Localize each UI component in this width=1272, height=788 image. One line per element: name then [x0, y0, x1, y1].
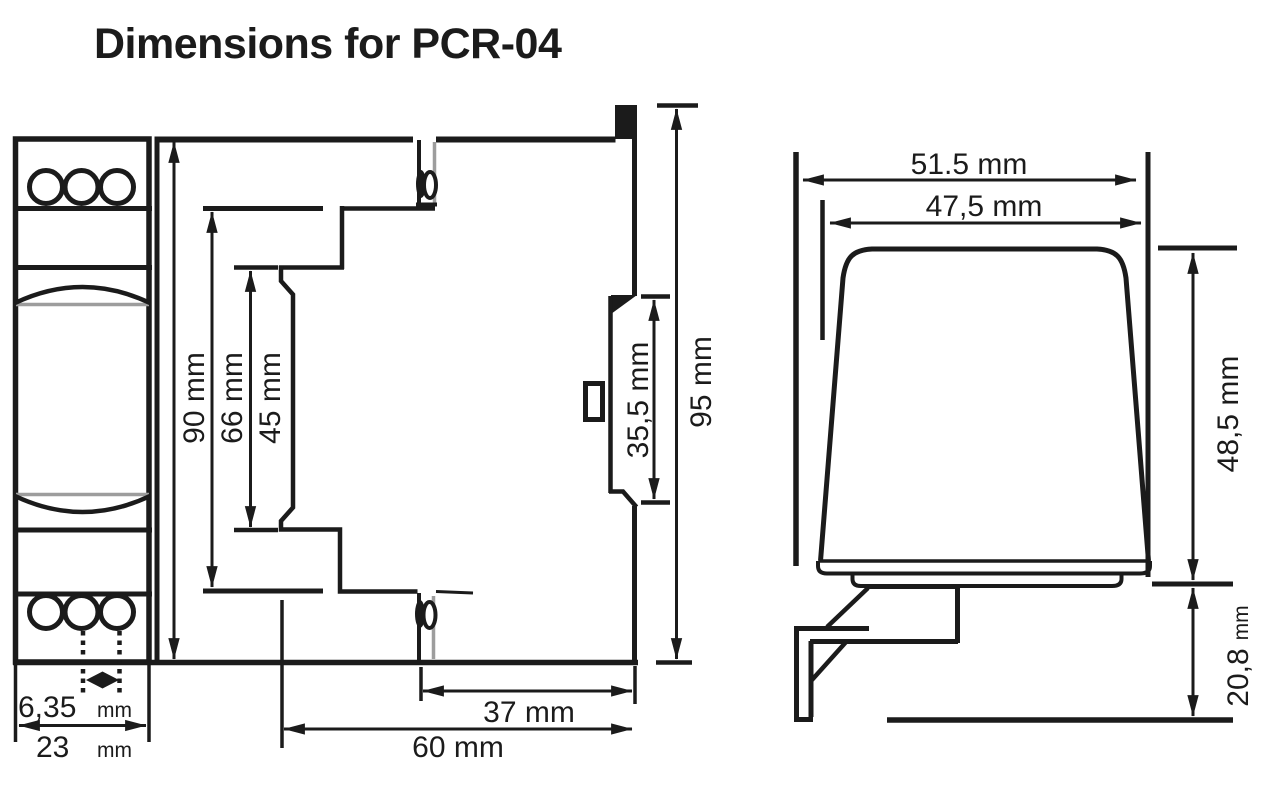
screw-head [422, 170, 438, 200]
dim-35-5: 35,5 mm [622, 294, 670, 505]
dim-90: 90 mm [168, 141, 211, 660]
top-latch-block [615, 105, 637, 139]
dim-51-5: 51.5 mm [802, 148, 1137, 186]
din-rail-pocket [583, 295, 639, 509]
dimension-label: 47,5 mm [926, 190, 1043, 223]
dimension-unit: mm [97, 699, 132, 722]
terminal-circle [62, 168, 101, 206]
mounting-bracket [794, 584, 960, 722]
base-ring-inner [850, 573, 1124, 588]
profile-line [435, 590, 474, 595]
base-ring-outer [816, 561, 1152, 576]
front-view-outline [12, 136, 152, 665]
dimension-value: 23 [36, 731, 69, 764]
photocell-view [793, 152, 1233, 723]
profile-step-path [278, 265, 418, 594]
dimension-label: 35,5 mm [622, 342, 655, 459]
pitch-arrow [86, 671, 119, 689]
upper-screw-channel [416, 140, 438, 207]
lens-arc-upper [14, 284, 151, 306]
lens-arc-lower [14, 493, 151, 515]
dim-45: 45 mm [234, 265, 287, 533]
dimension-label: 6,35 mm [18, 691, 132, 724]
dim-37: 37 mm [419, 666, 637, 729]
terminal-circle [98, 168, 136, 206]
terminal-circle [27, 168, 65, 206]
dim-60: 60 mm [280, 600, 633, 764]
dimension-label: 95 mm [685, 336, 718, 428]
dimension-label: 66 mm [216, 352, 249, 444]
dim-95: 95 mm [656, 103, 718, 665]
bracket-diagonal [825, 586, 870, 629]
housing-profile [278, 206, 474, 595]
dimension-unit: mm [1230, 605, 1253, 640]
front-view [12, 136, 152, 665]
dimension-value: 6,35 [18, 691, 76, 724]
photocell-dome [818, 246, 1151, 562]
dimension-label: 37 mm [483, 696, 575, 729]
screw-head [421, 600, 438, 630]
pocket-top-hook [611, 295, 637, 314]
terminal-circle [27, 593, 65, 631]
dimension-label: 51.5 mm [911, 148, 1028, 181]
dim-20-8: 20,8 mm [1187, 587, 1255, 717]
terminal-circle [62, 593, 101, 631]
dimension-value: 20,8 [1222, 648, 1255, 706]
dim-47-5: 47,5 mm [829, 190, 1142, 229]
bracket-diagonal [809, 640, 848, 683]
dimension-label: 23 mm [36, 731, 132, 764]
dimension-label: 45 mm [254, 352, 287, 444]
dimension-unit: mm [97, 739, 132, 762]
dimension-label: 90 mm [178, 352, 211, 444]
dimension-label: 48,5 mm [1212, 356, 1245, 473]
lower-screw-channel [415, 593, 438, 661]
dim-48-5: 48,5 mm [1152, 245, 1245, 587]
terminal-circle [98, 593, 136, 631]
dim-6-35: 6,35 mm [18, 631, 132, 724]
dimension-label: 20,8 mm [1222, 605, 1255, 706]
pocket-bottom-hook [609, 489, 639, 509]
page-title: Dimensions for PCR-04 [94, 20, 562, 68]
side-view [154, 105, 639, 662]
dim-23: 23 mm [13, 665, 151, 764]
dim-66: 66 mm [203, 206, 323, 594]
clip-tab [583, 381, 605, 422]
dimension-label: 60 mm [412, 731, 504, 764]
